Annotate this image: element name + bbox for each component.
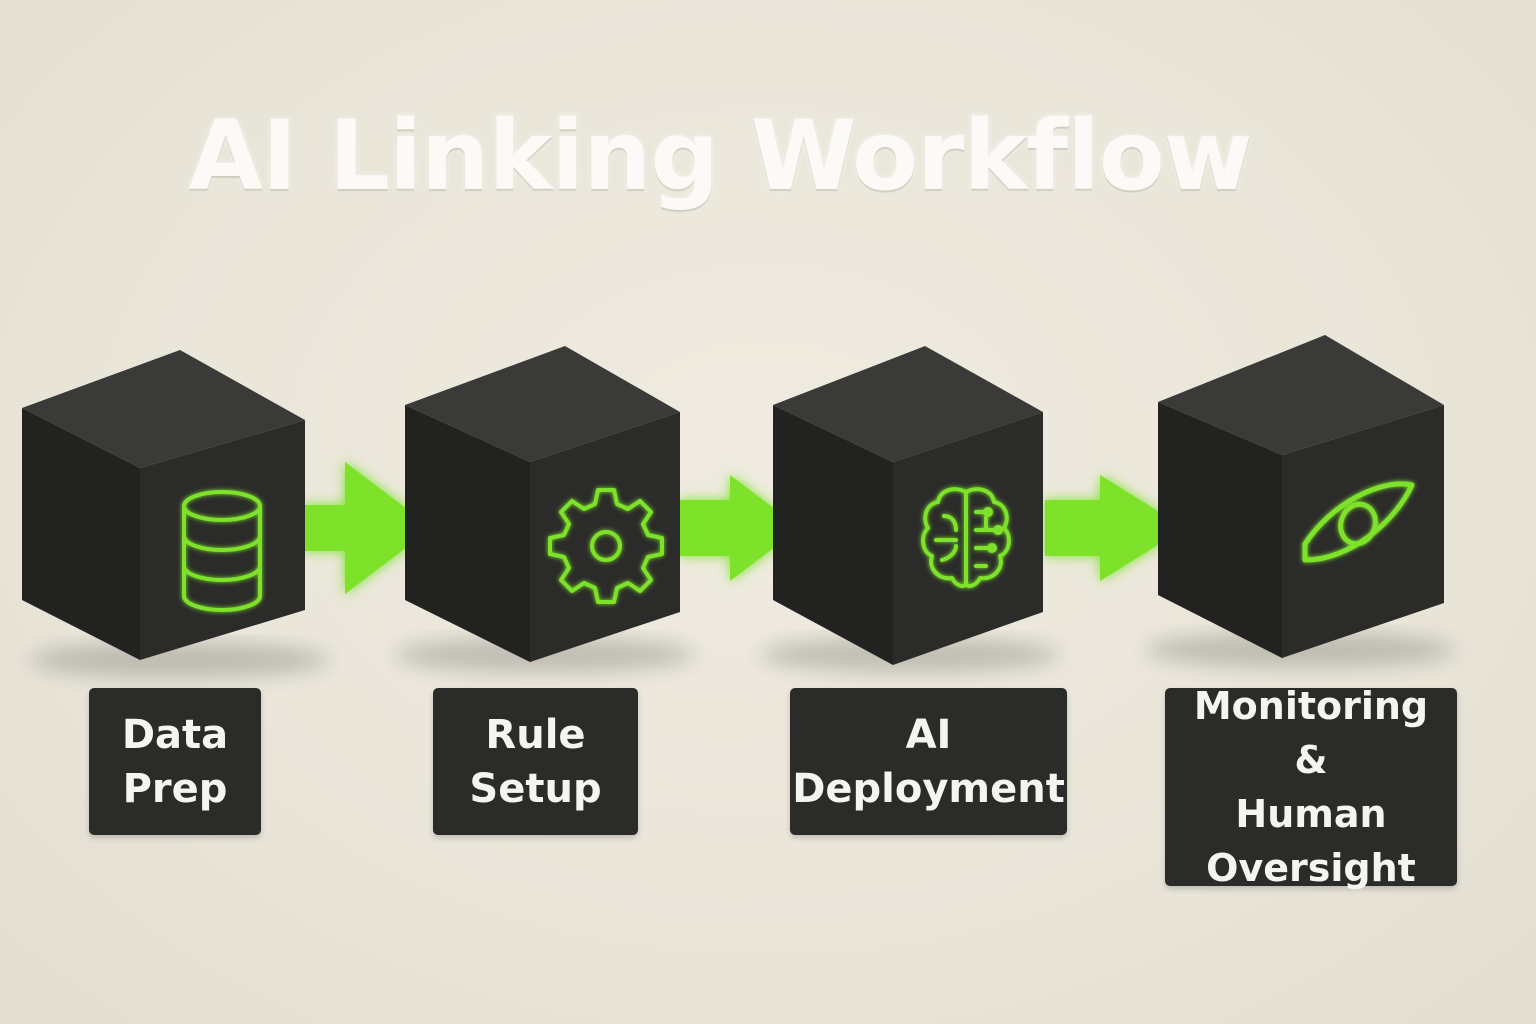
- gear-icon: [548, 488, 664, 604]
- cube-ai-deployment: [760, 346, 1060, 673]
- step-label-data-prep: Data Prep: [89, 688, 261, 835]
- arrow-1: [300, 462, 432, 594]
- step-label-text: Rule Setup: [469, 711, 602, 812]
- step-label-text: Monitoring & Human Oversight: [1193, 684, 1429, 890]
- step-label-monitoring: Monitoring & Human Oversight: [1165, 684, 1457, 890]
- cube-monitoring: [1145, 335, 1455, 668]
- eye-icon: [1302, 481, 1415, 563]
- step-label-text: AI Deployment: [792, 711, 1065, 812]
- page-title: AI Linking Workflow: [188, 100, 1252, 212]
- step-label-ai-deployment: AI Deployment: [790, 688, 1067, 835]
- cube-rule-setup: [395, 346, 695, 673]
- step-label-rule-setup: Rule Setup: [433, 688, 638, 835]
- cube-data-prep: [22, 350, 330, 678]
- database-icon: [182, 490, 262, 612]
- step-label-text: Data Prep: [121, 711, 229, 812]
- brain-icon: [921, 487, 1011, 588]
- arrow-2: [680, 475, 800, 581]
- arrow-3: [1045, 475, 1185, 581]
